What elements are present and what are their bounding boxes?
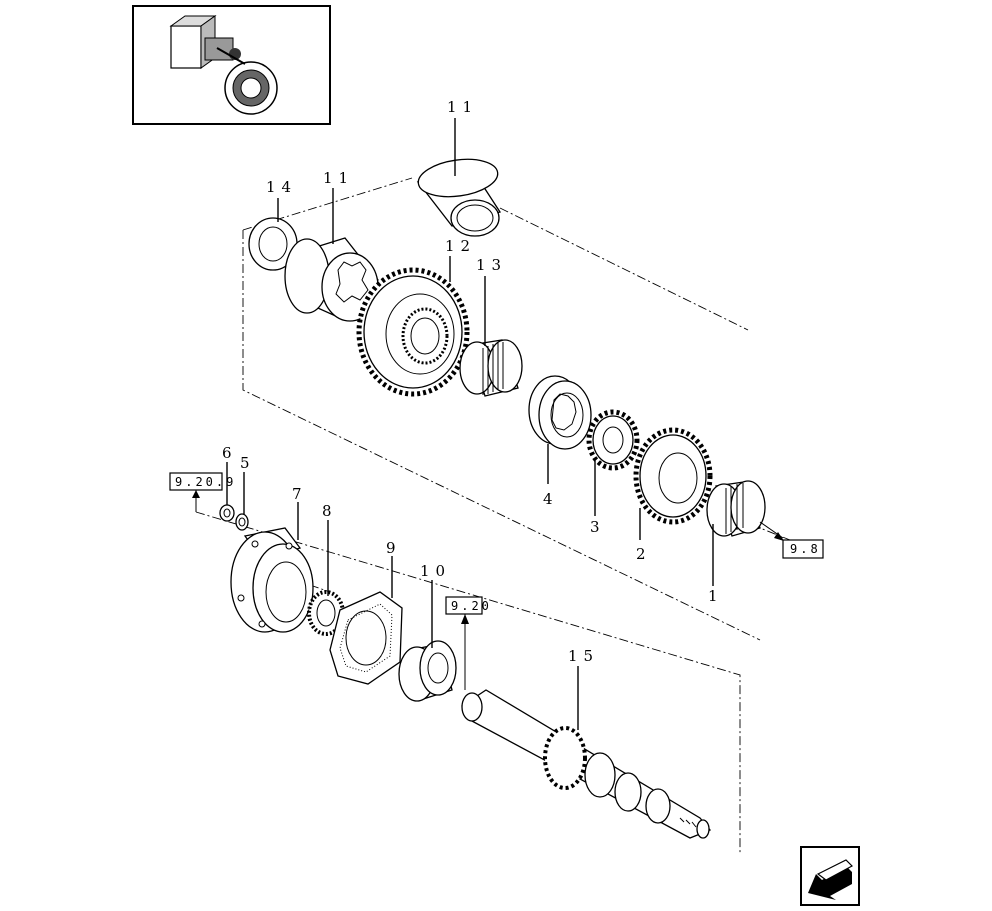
- callout-11-sleeve: 11: [447, 98, 478, 116]
- leader-lines: [226, 118, 714, 730]
- gasket-part-9[interactable]: [329, 591, 403, 685]
- ref-link-left[interactable]: 9.20.9: [169, 472, 236, 512]
- callout-8: 8: [322, 502, 338, 520]
- callout-13: 13: [476, 256, 507, 274]
- ball-bearing-part-10[interactable]: [398, 640, 457, 702]
- callout-7: 7: [292, 485, 308, 503]
- washer-part-5[interactable]: [235, 513, 249, 531]
- callout-14: 14: [266, 178, 297, 196]
- medium-gear-part-2[interactable]: [633, 427, 713, 525]
- synchro-ring-part-4[interactable]: [528, 375, 592, 450]
- nut-part-6[interactable]: [219, 504, 235, 522]
- needle-bearing-part-1[interactable]: [706, 480, 766, 537]
- small-gear-part-3[interactable]: [586, 409, 640, 471]
- flange-housing-part-7[interactable]: [230, 527, 314, 633]
- callout-3: 3: [590, 518, 606, 536]
- large-gear-part-12[interactable]: [356, 267, 470, 397]
- callout-1: 1: [708, 587, 724, 605]
- callout-11-hub: 11: [323, 169, 354, 187]
- callout-5: 5: [240, 454, 256, 472]
- main-shaft-part-15[interactable]: [461, 689, 712, 839]
- ref-link-mid[interactable]: 9.20: [445, 596, 492, 690]
- ref-link-right[interactable]: 9.8: [759, 521, 824, 559]
- callout-9: 9: [386, 539, 402, 557]
- callout-6: 6: [222, 444, 238, 462]
- callout-4: 4: [543, 490, 559, 508]
- callout-10: 10: [420, 562, 451, 580]
- needle-bearing-part-13[interactable]: [459, 339, 523, 397]
- sleeve-part-11[interactable]: [416, 155, 502, 237]
- previous-page-arrow-icon[interactable]: [800, 846, 860, 906]
- callout-15: 15: [568, 647, 599, 665]
- ref-mid-label: 9.20: [451, 599, 492, 613]
- assembly-thumbnail[interactable]: [132, 5, 331, 125]
- ref-right-label: 9.8: [790, 542, 821, 556]
- callout-12: 12: [445, 237, 476, 255]
- callout-2: 2: [636, 545, 652, 563]
- ref-left-label: 9.20.9: [175, 475, 236, 489]
